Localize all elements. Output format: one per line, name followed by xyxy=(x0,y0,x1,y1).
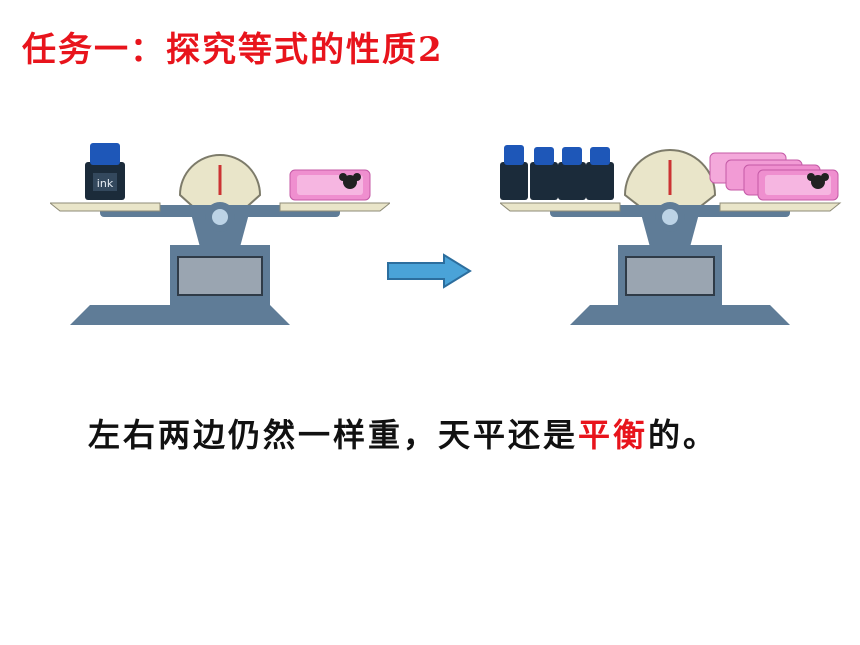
page-title: 任务一：探究等式的性质2 xyxy=(22,30,444,70)
balance-scale-left: ink xyxy=(50,143,390,325)
ink-bottle-icon xyxy=(558,147,586,200)
ink-bottle-icon xyxy=(530,147,558,200)
ink-label: ink xyxy=(97,177,114,190)
right-arrow-icon xyxy=(387,253,472,289)
balance-scale-right xyxy=(500,145,842,325)
caption-highlight: 平衡 xyxy=(578,416,649,454)
ink-bottle-icon xyxy=(500,145,528,200)
caption-before: 左右两边仍然一样重，天平还是 xyxy=(88,416,579,454)
pencil-case-icon xyxy=(289,169,371,201)
caption-after: 的。 xyxy=(648,416,719,454)
ink-bottle-icon xyxy=(586,147,614,200)
pencil-case-icon xyxy=(757,169,839,201)
caption-text: 左右两边仍然一样重，天平还是平衡的。 xyxy=(88,410,718,456)
ink-bottle-icon: ink xyxy=(85,143,125,200)
